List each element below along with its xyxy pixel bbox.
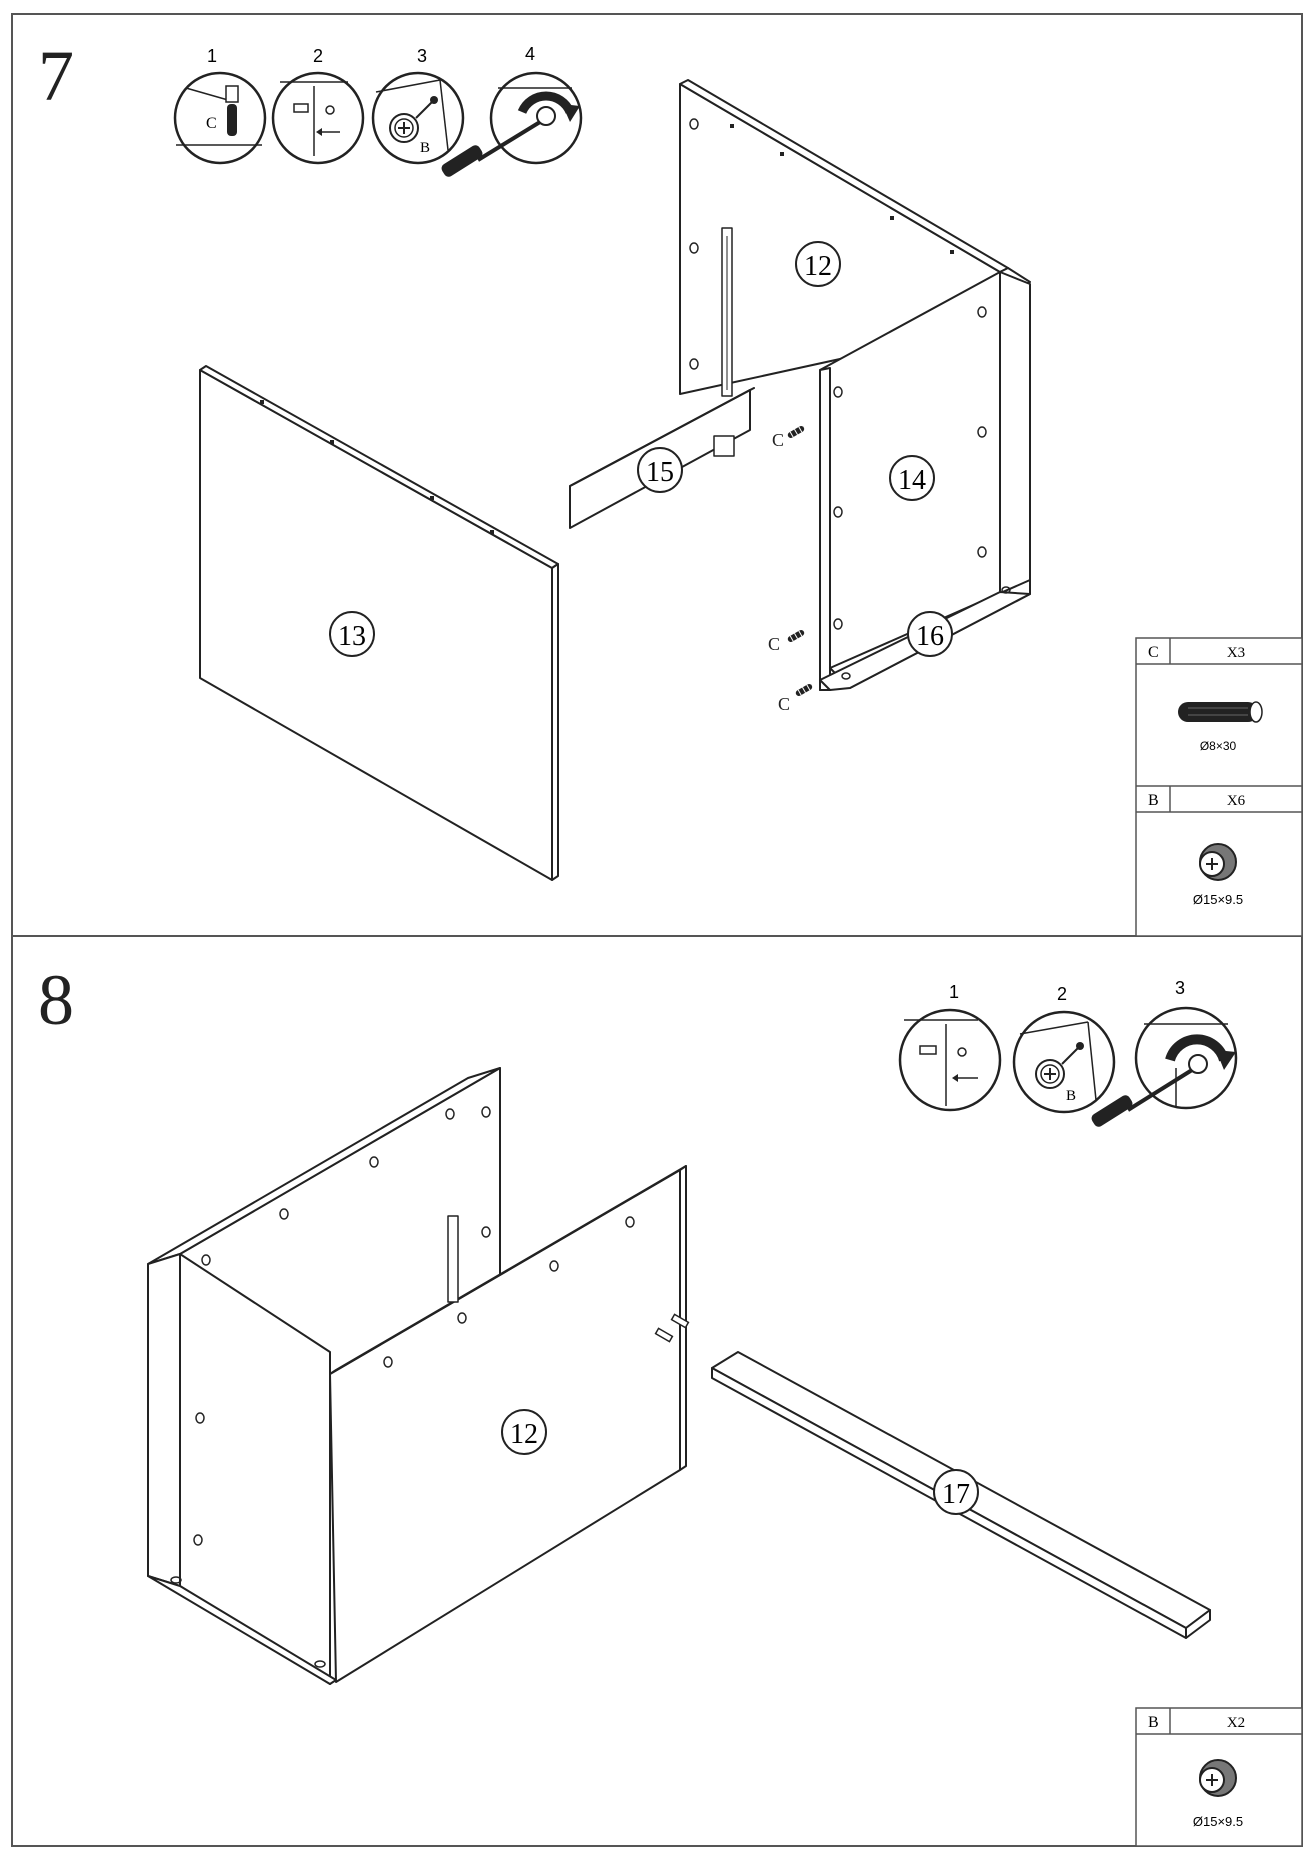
dowel-label: C bbox=[206, 115, 217, 132]
cam-bolt-insert-detail-icon bbox=[271, 71, 365, 165]
cam-lock-insert-detail-icon: B bbox=[371, 71, 465, 165]
step-8-cam-bolts bbox=[654, 1313, 690, 1343]
screwdriver-tighten-detail-icon bbox=[441, 71, 583, 177]
cam-bolt-insert-detail-icon bbox=[898, 1008, 1002, 1112]
dowel-insert-detail-icon: C bbox=[173, 71, 267, 165]
dowel-label: C bbox=[778, 694, 790, 714]
step-7-holes bbox=[689, 118, 1011, 680]
hardware-qty: X6 bbox=[1227, 793, 1246, 809]
part-label-12: 12 bbox=[510, 1419, 538, 1450]
edge-holes bbox=[260, 124, 954, 534]
step-7-part-labels: 12 13 14 15 16 bbox=[329, 241, 953, 657]
hardware-spec: Ø15×9.5 bbox=[1193, 1814, 1243, 1829]
cam-lock-insert-detail-icon: B bbox=[1012, 1010, 1116, 1114]
cam-lock-icon bbox=[1199, 1759, 1237, 1797]
hardware-code: B bbox=[1148, 1714, 1159, 1731]
part-label-16: 16 bbox=[916, 621, 944, 652]
step-7-dowels: C C C bbox=[768, 424, 814, 714]
substep-number: 1 bbox=[207, 46, 217, 66]
cam-lock-icon bbox=[1199, 843, 1237, 881]
dowel-icon bbox=[1178, 701, 1263, 723]
hardware-spec: Ø8×30 bbox=[1200, 739, 1237, 753]
drawer-rail bbox=[447, 1215, 459, 1303]
dowel-label: C bbox=[768, 634, 780, 654]
part-label-13: 13 bbox=[338, 621, 366, 652]
cam-label: B bbox=[1066, 1088, 1076, 1104]
part-label-12: 12 bbox=[804, 251, 832, 282]
step-7-hardware-table: C X3 Ø8×30 B X6 Ø15×9.5 bbox=[1135, 637, 1303, 937]
left-side-panel bbox=[147, 1253, 181, 1587]
rail-bracket bbox=[713, 435, 735, 457]
hardware-code: C bbox=[1148, 644, 1159, 661]
panel-13 bbox=[199, 369, 553, 881]
substep-number: 4 bbox=[525, 44, 535, 64]
hardware-qty: X3 bbox=[1227, 645, 1245, 661]
substep-number: 2 bbox=[1057, 984, 1067, 1004]
part-label-15: 15 bbox=[646, 457, 674, 488]
substep-number: 2 bbox=[313, 46, 323, 66]
step-8-substeps: 1 2 3 B bbox=[898, 978, 1238, 1127]
step-8-hardware-table: B X2 Ø15×9.5 bbox=[1135, 1707, 1303, 1847]
cam-label: B bbox=[420, 140, 430, 156]
step-8-holes bbox=[170, 1106, 635, 1668]
hardware-code: B bbox=[1148, 792, 1159, 809]
screwdriver-tighten-detail-icon bbox=[1091, 1006, 1238, 1127]
step-8-part-labels: 12 17 bbox=[501, 1409, 979, 1515]
substep-number: 1 bbox=[949, 982, 959, 1002]
step-7-substeps: 1 2 3 4 C bbox=[173, 44, 583, 177]
hardware-spec: Ø15×9.5 bbox=[1193, 892, 1243, 907]
part-label-14: 14 bbox=[898, 465, 926, 496]
step-8-assembly bbox=[147, 1067, 1211, 1685]
dowel-label: C bbox=[772, 430, 784, 450]
step-8-number: 8 bbox=[38, 960, 74, 1040]
hardware-qty: X2 bbox=[1227, 1715, 1245, 1731]
step-7-number: 7 bbox=[38, 36, 74, 116]
substep-number: 3 bbox=[1175, 978, 1185, 998]
substep-number: 3 bbox=[417, 46, 427, 66]
part-label-17: 17 bbox=[942, 1479, 970, 1510]
step-8-frame bbox=[11, 935, 1303, 1847]
